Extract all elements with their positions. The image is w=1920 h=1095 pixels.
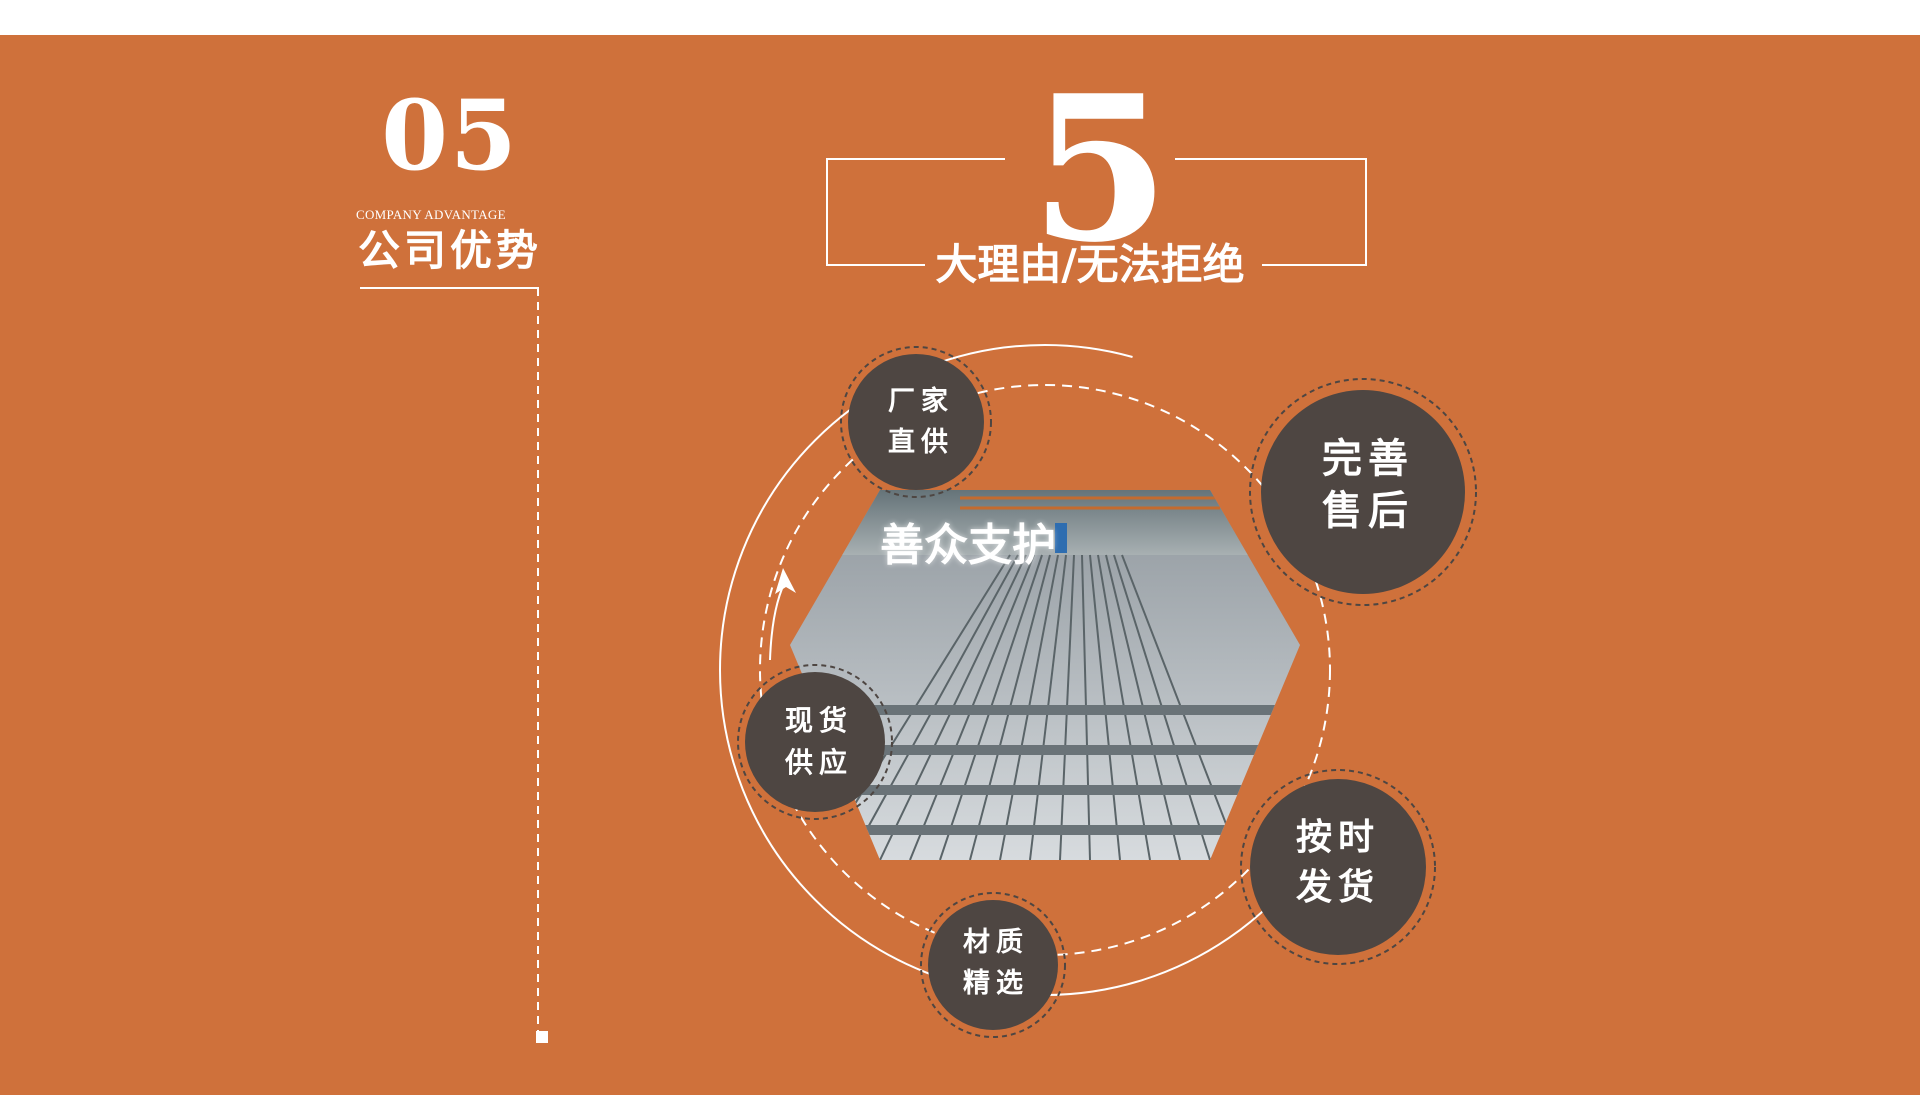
- image-overlay-text: 善众支护: [880, 520, 1056, 571]
- big-number: 5: [1030, 52, 1170, 287]
- center-image: [790, 490, 1300, 860]
- advantage-label-2-line2: 售后: [1322, 487, 1414, 534]
- section-title: 公司优势: [358, 226, 543, 275]
- arrow-icon: [769, 568, 796, 661]
- left-decor-line: [360, 287, 548, 1043]
- advantage-label-5: 材质 精选: [938, 923, 1054, 1004]
- circle-3: [737, 664, 893, 820]
- advantage-label-1-line2: 直供: [888, 426, 954, 458]
- advantage-label-5-line1: 材质: [963, 927, 1029, 958]
- circle-4: [1240, 769, 1436, 965]
- circle-2: [1249, 378, 1477, 606]
- advantage-label-2: 完善 售后: [1298, 433, 1438, 537]
- section-subtitle-en: COMPANY ADVANTAGE: [356, 207, 506, 222]
- advantage-label-3-line1: 现货: [784, 704, 853, 737]
- headline-frame: [826, 158, 1367, 266]
- advantage-label-4-line2: 发货: [1295, 866, 1380, 909]
- advantage-label-2-line1: 完善: [1322, 435, 1414, 482]
- circle-5: [920, 892, 1066, 1038]
- headline-text: 大理由/无法拒绝: [935, 240, 1245, 289]
- advantage-label-3: 现货 供应: [760, 700, 878, 784]
- advantage-label-1: 厂家 直供: [866, 382, 976, 463]
- advantage-label-1-line1: 厂家: [888, 386, 954, 417]
- circle-1: [840, 346, 992, 498]
- advantage-label-5-line2: 精选: [963, 967, 1029, 999]
- advantage-label-4-line1: 按时: [1295, 816, 1380, 858]
- advantage-label-4: 按时 发货: [1273, 812, 1403, 913]
- advantage-label-3-line2: 供应: [784, 746, 853, 779]
- section-number: 05: [381, 79, 519, 192]
